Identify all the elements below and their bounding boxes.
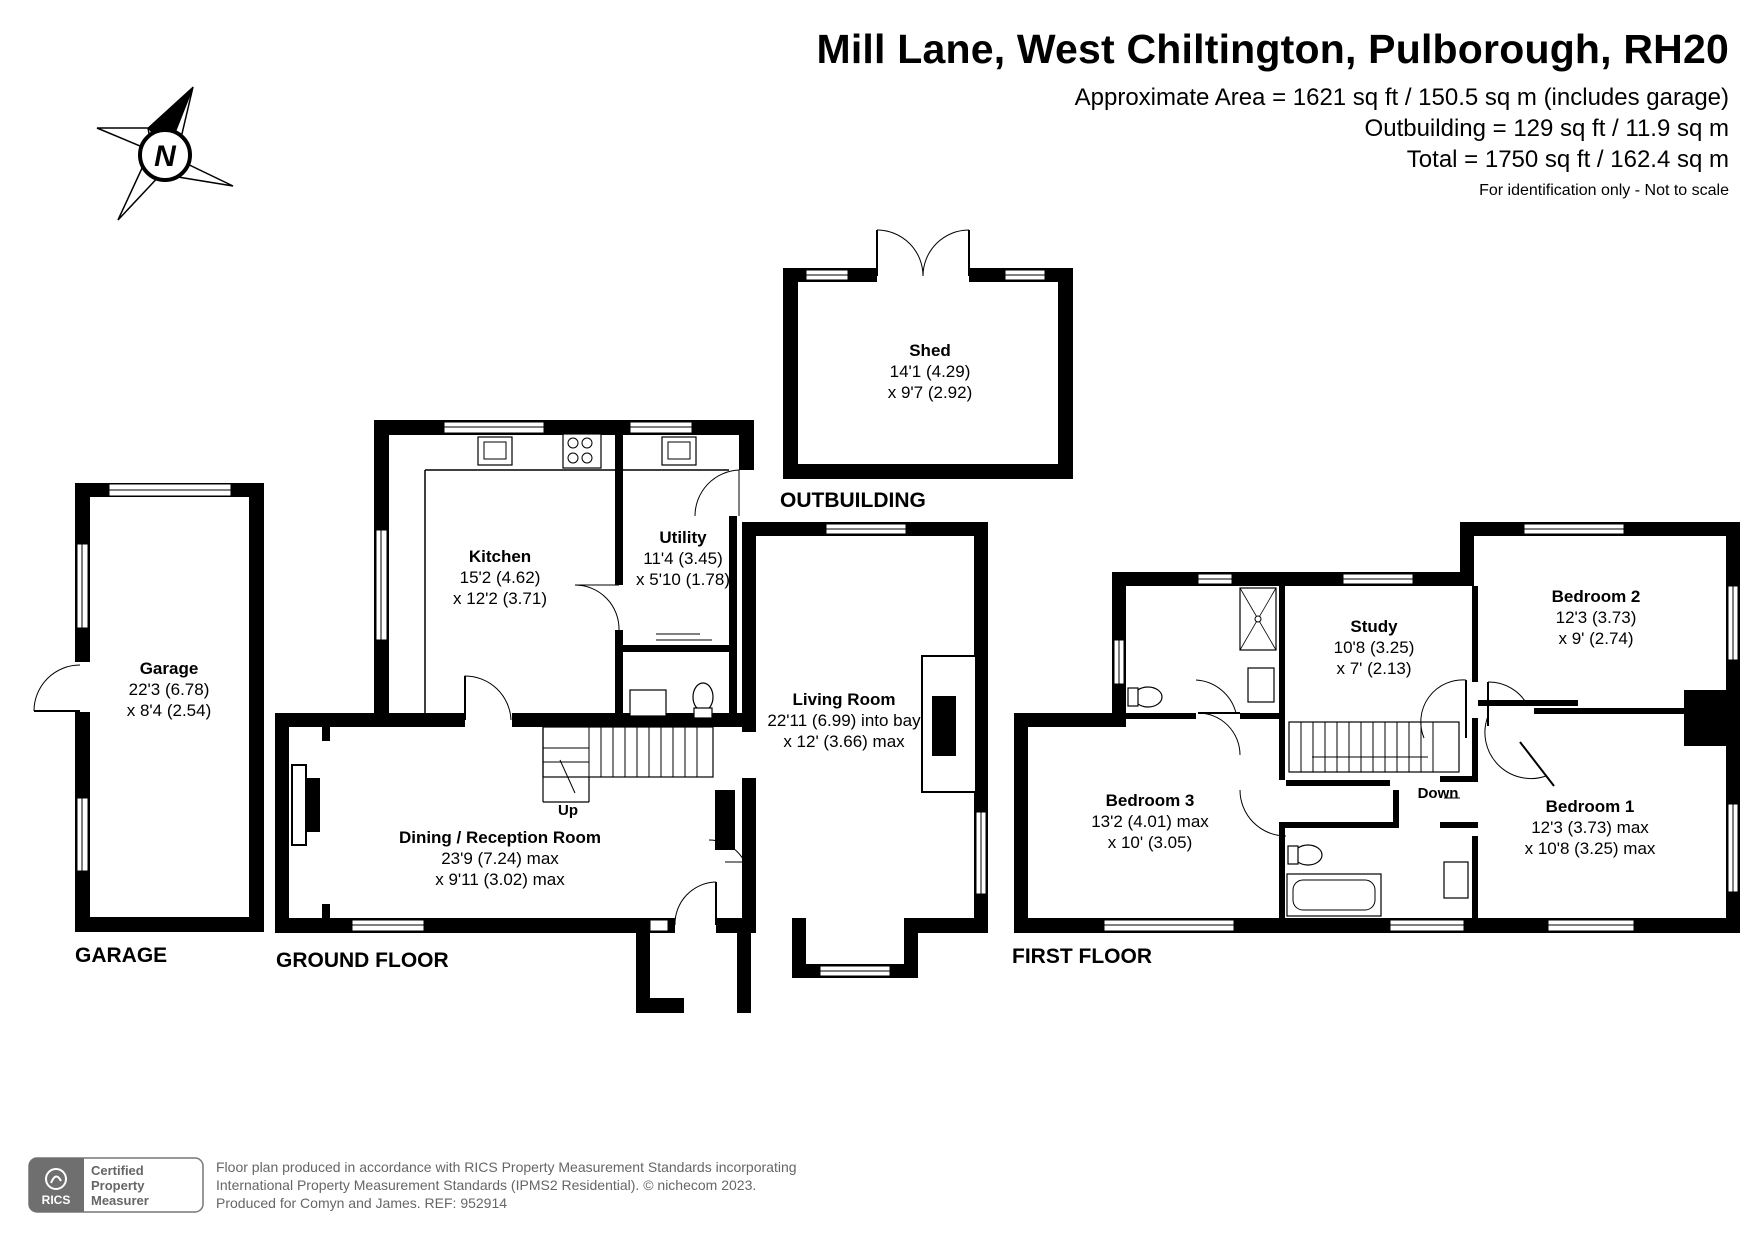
- utility-dim-1: 11'4 (3.45): [643, 549, 722, 568]
- bedroom-1-name: Bedroom 1: [1546, 797, 1635, 816]
- property-title: Mill Lane, West Chiltington, Pulborough,…: [816, 26, 1729, 72]
- garage-floor-label: GARAGE: [75, 944, 167, 967]
- dining-room-dim-1: 23'9 (7.24) max: [441, 849, 559, 868]
- approximate-area: Approximate Area = 1621 sq ft / 150.5 sq…: [1074, 84, 1729, 111]
- study-dim-1: 10'8 (3.25): [1334, 638, 1415, 657]
- outbuilding-label: OUTBUILDING: [780, 489, 926, 512]
- footer-line-3: Produced for Comyn and James. REF: 95291…: [216, 1195, 508, 1211]
- first-floor-label: FIRST FLOOR: [1012, 945, 1152, 968]
- shed-dim-2: x 9'7 (2.92): [888, 383, 973, 402]
- kitchen-name: Kitchen: [469, 547, 531, 566]
- first-floor-windows: [1103, 523, 1739, 932]
- utility-dim-2: x 5'10 (1.78): [636, 570, 730, 589]
- rics-org-label: RICS: [42, 1193, 71, 1207]
- utility-name: Utility: [659, 528, 707, 547]
- stairs-up-label: Up: [558, 802, 578, 819]
- footer-line-2: International Property Measurement Stand…: [216, 1177, 757, 1193]
- shed-dim-1: 14'1 (4.29): [890, 362, 971, 381]
- garage-dim-2: x 8'4 (2.54): [127, 701, 212, 720]
- ground-floor-windows: [351, 421, 987, 977]
- living-room-name: Living Room: [793, 690, 896, 709]
- ensuite-basin-icon: [1247, 667, 1275, 703]
- badge-line-1: Certified: [91, 1163, 144, 1178]
- cloakroom-basin-icon: [629, 689, 667, 717]
- rics-badge: RICS Certified Property Measurer: [28, 1157, 204, 1213]
- badge-line-3: Measurer: [91, 1193, 149, 1208]
- ground-floor-label: GROUND FLOOR: [276, 949, 449, 972]
- outbuilding-area: Outbuilding = 129 sq ft / 11.9 sq m: [1364, 115, 1729, 142]
- garage-outline: [33, 483, 264, 932]
- identification-note: For identification only - Not to scale: [1479, 182, 1729, 199]
- bedroom-3-dim-2: x 10' (3.05): [1108, 833, 1193, 852]
- bedroom-1-dim-1: 12'3 (3.73) max: [1531, 818, 1649, 837]
- stairs-down-label: Down: [1418, 785, 1459, 802]
- rics-logo-icon: [45, 1168, 67, 1190]
- ground-floor-stairs: [542, 726, 714, 803]
- first-floor-stairs: [1288, 721, 1460, 773]
- first-floor-fittings: [1127, 587, 1469, 917]
- badge-line-2: Property: [91, 1178, 145, 1193]
- kitchen-dim-2: x 12'2 (3.71): [453, 589, 547, 608]
- bedroom-2-dim-1: 12'3 (3.73): [1556, 608, 1637, 627]
- kitchen-fittings: [424, 433, 729, 719]
- living-room-dim-1: 22'11 (6.99) into bay: [767, 711, 921, 730]
- shed-outline: [783, 229, 1073, 479]
- footer-line-1: Floor plan produced in accordance with R…: [216, 1159, 797, 1175]
- hob-icon: [562, 433, 602, 469]
- bedroom-2-dim-2: x 9' (2.74): [1558, 629, 1633, 648]
- bedroom-3-dim-1: 13'2 (4.01) max: [1091, 812, 1209, 831]
- bedroom-2-name: Bedroom 2: [1552, 587, 1641, 606]
- garage-dim-1: 22'3 (6.78): [129, 680, 210, 699]
- study-name: Study: [1350, 617, 1398, 636]
- bedroom-3-name: Bedroom 3: [1106, 791, 1195, 810]
- wc-icon: [692, 682, 714, 712]
- living-room-dim-2: x 12' (3.66) max: [783, 732, 905, 751]
- study-dim-2: x 7' (2.13): [1336, 659, 1411, 678]
- dining-room-name: Dining / Reception Room: [399, 828, 601, 847]
- total-area: Total = 1750 sq ft / 162.4 sq m: [1406, 146, 1729, 173]
- bedroom-1-dim-2: x 10'8 (3.25) max: [1525, 839, 1656, 858]
- compass-north-label: N: [154, 140, 177, 173]
- kitchen-dim-1: 15'2 (4.62): [460, 568, 541, 587]
- compass-icon: N: [96, 86, 234, 221]
- shed-name: Shed: [909, 341, 951, 360]
- bathroom-basin-icon: [1443, 861, 1469, 899]
- first-floor-doors: [1195, 679, 1555, 837]
- dining-room-dim-2: x 9'11 (3.02) max: [435, 870, 565, 889]
- garage-name: Garage: [140, 659, 199, 678]
- ground-floor-doors: [464, 469, 750, 926]
- footer-credits: Floor plan produced in accordance with R…: [216, 1158, 797, 1212]
